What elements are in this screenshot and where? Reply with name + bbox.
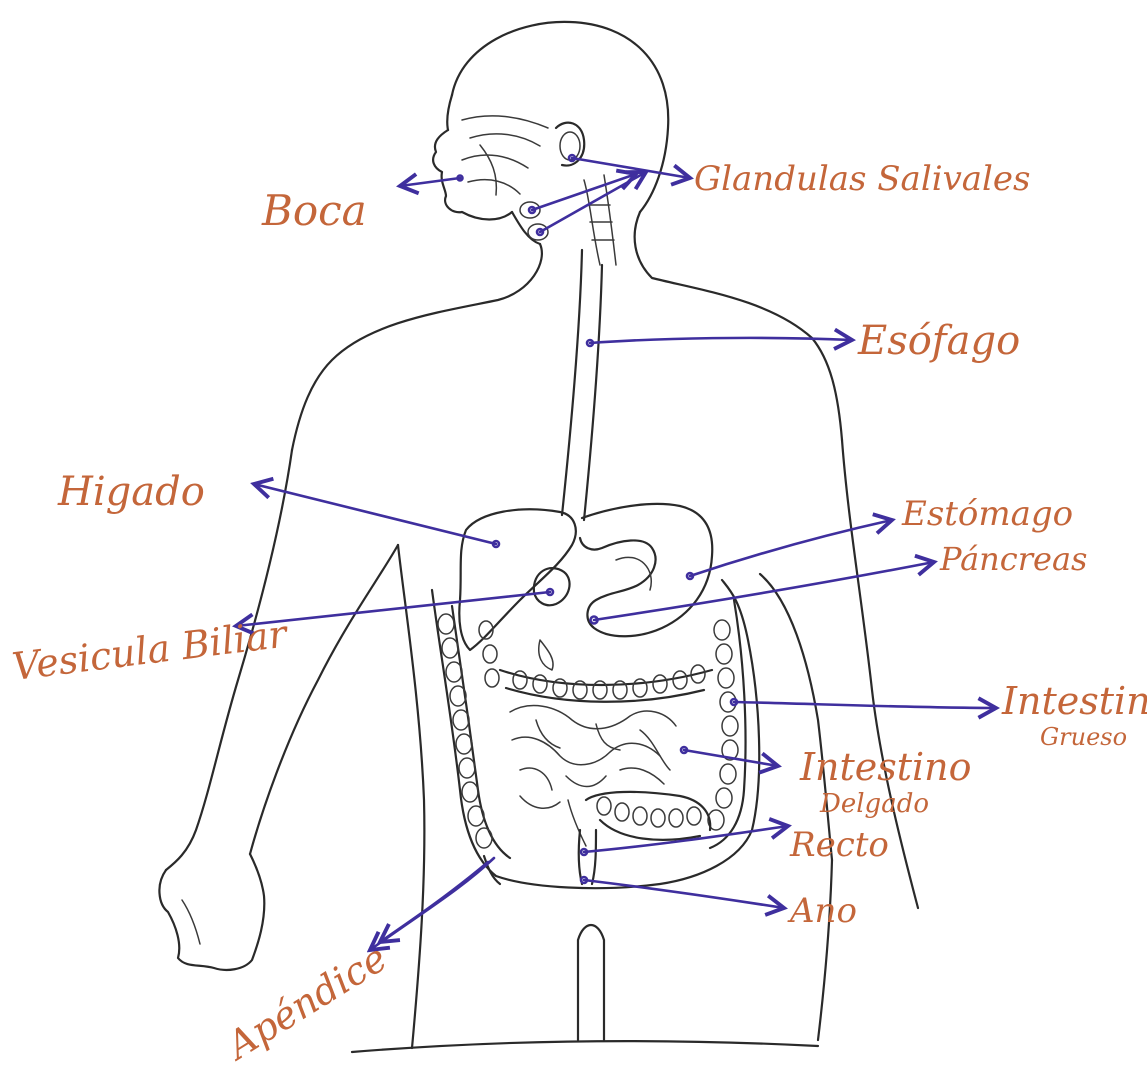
salivary-glands xyxy=(520,132,580,240)
esophagus xyxy=(562,250,602,520)
label-vesicula-biliar: Vesicula Biliar xyxy=(10,611,292,689)
haustra-bottom xyxy=(586,792,710,840)
label-intestino-grueso-line1: Intestino xyxy=(1001,679,1147,723)
label-intestino-delgado-line1: Intestino xyxy=(799,745,972,789)
throat xyxy=(584,175,616,265)
pointer-estomago xyxy=(690,520,892,576)
pointer-boca xyxy=(400,178,460,186)
label-pancreas: Páncreas xyxy=(939,540,1087,578)
label-estomago: Estómago xyxy=(901,494,1073,534)
stomach xyxy=(580,504,712,636)
pointer-intestino-grueso xyxy=(734,702,996,708)
label-boca: Boca xyxy=(261,186,367,235)
rectum xyxy=(579,830,596,884)
haustra-right xyxy=(708,620,738,830)
haustra-top xyxy=(513,665,705,699)
small-intestine xyxy=(510,706,676,846)
label-intestino-delgado-line2: Delgado xyxy=(819,789,929,819)
gallbladder xyxy=(534,568,570,670)
labels: Boca Glandulas Salivales Esófago Higado … xyxy=(10,159,1147,1069)
liver xyxy=(459,509,575,650)
pointer-higado xyxy=(254,484,496,544)
mouth-cavity xyxy=(462,116,548,195)
label-ano: Ano xyxy=(787,891,857,931)
pointer-pancreas xyxy=(594,562,934,620)
label-higado: Higado xyxy=(57,469,205,515)
pointer-apendice-double xyxy=(380,862,488,942)
label-apendice: Apéndice xyxy=(217,935,395,1069)
pointer-intestino-delgado xyxy=(684,750,778,766)
pointer-ano xyxy=(584,880,784,908)
label-glandulas-salivales: Glandulas Salivales xyxy=(694,159,1031,199)
label-intestino-grueso-line2: Grueso xyxy=(1040,723,1127,751)
label-esofago: Esófago xyxy=(857,318,1020,364)
label-recto: Recto xyxy=(789,825,889,865)
